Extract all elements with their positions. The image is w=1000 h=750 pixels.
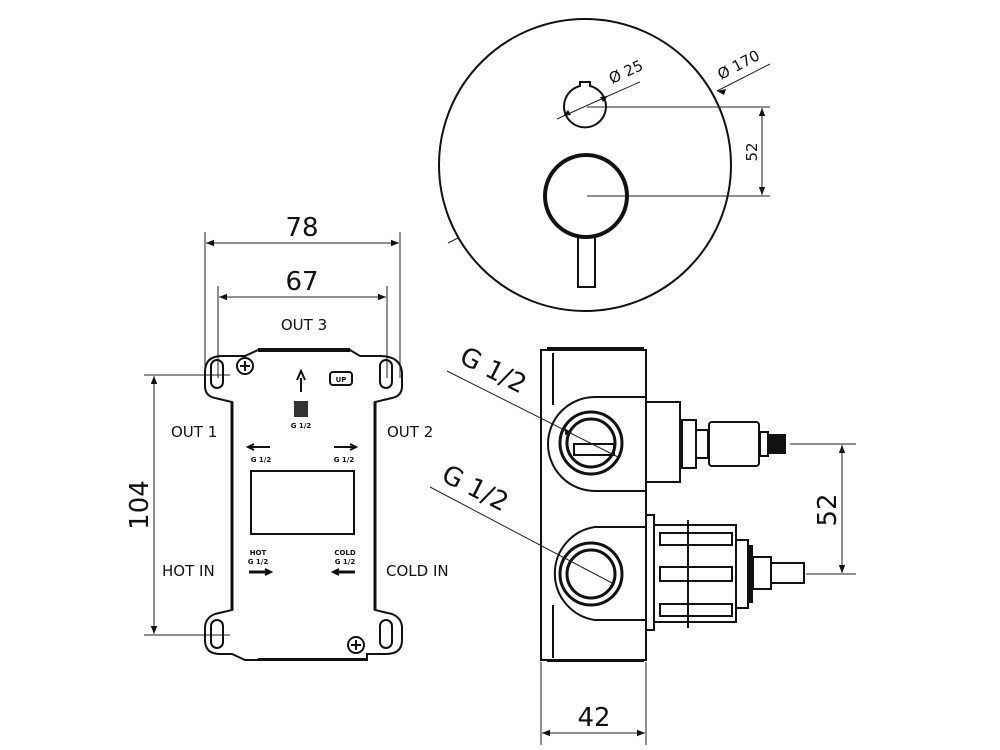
dim-plate-diameter: Ø 170 <box>714 46 762 83</box>
cover-plate <box>438 18 732 312</box>
dim-52-side: 52 <box>813 493 843 526</box>
diverter-knob <box>563 81 607 129</box>
box-view: 78 67 104 UP <box>125 213 449 661</box>
svg-text:HOT: HOT <box>250 549 267 557</box>
screw-icon <box>347 636 365 654</box>
svg-text:UP: UP <box>336 376 347 384</box>
lower-port <box>558 541 624 607</box>
mount-slot <box>210 619 224 649</box>
inspection-window <box>250 470 355 535</box>
svg-text:G 1/2: G 1/2 <box>335 558 356 566</box>
svg-text:COLD: COLD <box>334 549 356 557</box>
upper-port <box>558 410 624 476</box>
dim-67: 67 <box>285 267 318 297</box>
mount-slot <box>210 359 224 389</box>
dim-104: 104 <box>125 480 155 530</box>
dim-52-front: 52 <box>743 142 761 161</box>
port-cold-in: COLD IN <box>386 562 449 580</box>
svg-text:G 1/2: G 1/2 <box>251 456 272 464</box>
front-plate-view: 52 Ø 25 Ø 170 <box>438 18 771 312</box>
port-hot-in: HOT IN <box>162 562 215 580</box>
svg-text:G 1/2: G 1/2 <box>291 422 312 430</box>
thread-lower: G 1/2 <box>437 460 513 519</box>
box-body <box>204 349 403 661</box>
port-out3: OUT 3 <box>281 316 327 334</box>
dim-42: 42 <box>577 703 610 733</box>
svg-text:G 1/2: G 1/2 <box>248 558 269 566</box>
mount-slot <box>379 619 393 649</box>
dim-diverter-diameter: Ø 25 <box>606 56 646 87</box>
port-out1: OUT 1 <box>171 423 217 441</box>
dim-78: 78 <box>285 213 318 243</box>
up-badge <box>329 371 353 386</box>
thread-upper: G 1/2 <box>455 342 531 401</box>
mount-slot <box>379 359 393 389</box>
screw-icon <box>236 357 254 375</box>
svg-text:G 1/2: G 1/2 <box>334 456 355 464</box>
port-out2: OUT 2 <box>387 423 433 441</box>
side-view: G 1/2 G 1/2 52 42 <box>429 342 856 745</box>
handle-lever <box>577 235 596 288</box>
